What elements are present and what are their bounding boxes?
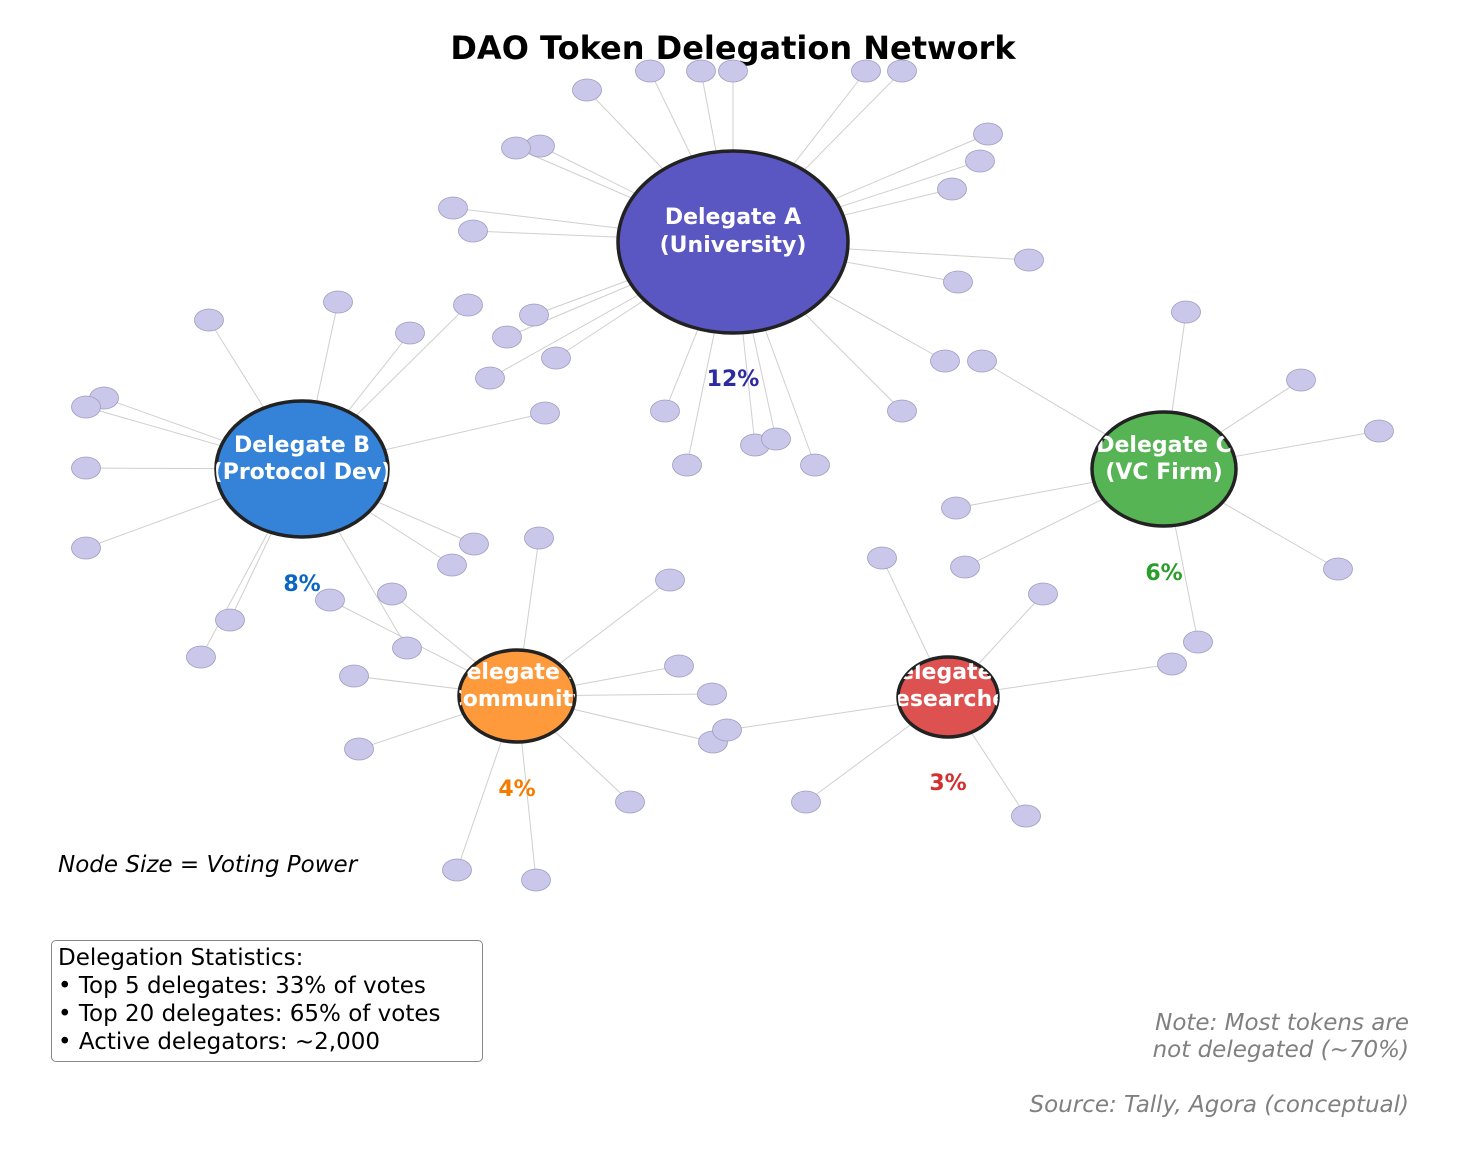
delegate-label: (Protocol Dev) bbox=[213, 460, 392, 485]
delegator-node bbox=[71, 395, 101, 419]
delegator-node bbox=[323, 290, 353, 314]
delegate-circle bbox=[616, 149, 850, 335]
legend-node-size-note: Node Size = Voting Power bbox=[58, 852, 358, 878]
delegator-node bbox=[215, 608, 245, 632]
delegate-vote-share: 3% bbox=[929, 771, 966, 796]
delegator-node bbox=[967, 349, 997, 373]
delegator-node bbox=[501, 136, 531, 160]
delegator-node bbox=[458, 219, 488, 243]
delegator-node bbox=[973, 122, 1003, 146]
delegator-node bbox=[530, 401, 560, 425]
delegator-node bbox=[943, 270, 973, 294]
delegator-node bbox=[800, 453, 830, 477]
delegator-node bbox=[71, 536, 101, 560]
delegator-node bbox=[1364, 419, 1394, 443]
delegator-node bbox=[1171, 300, 1201, 324]
delegator-node bbox=[761, 427, 791, 451]
delegator-node bbox=[541, 346, 571, 370]
delegator-node bbox=[697, 682, 727, 706]
delegator-node bbox=[442, 858, 472, 882]
delegator-nodes bbox=[71, 59, 1394, 892]
delegate-circle bbox=[1090, 410, 1238, 528]
delegator-node bbox=[1028, 582, 1058, 606]
delegate-circle bbox=[214, 399, 390, 539]
delegator-node bbox=[1286, 368, 1316, 392]
stats-heading: Delegation Statistics: bbox=[58, 945, 304, 971]
delegator-node bbox=[71, 456, 101, 480]
note-line: Note: Most tokens are bbox=[1155, 1010, 1409, 1036]
delegate-label: Delegate C bbox=[1096, 433, 1231, 458]
delegator-node bbox=[315, 588, 345, 612]
delegator-node bbox=[1157, 652, 1187, 676]
delegator-node bbox=[937, 177, 967, 201]
delegator-node bbox=[395, 321, 425, 345]
delegator-node bbox=[1183, 630, 1213, 654]
delegator-node bbox=[851, 59, 881, 83]
delegator-node bbox=[655, 568, 685, 592]
delegation-statistics-box: Delegation Statistics: • Top 5 delegates… bbox=[51, 940, 483, 1062]
delegator-node bbox=[524, 526, 554, 550]
delegate-vote-share: 4% bbox=[498, 777, 535, 802]
stats-line: • Top 5 delegates: 33% of votes bbox=[58, 973, 426, 999]
delegator-node bbox=[453, 293, 483, 317]
delegator-node bbox=[791, 790, 821, 814]
delegate-label: Delegate D bbox=[448, 660, 586, 685]
stats-line: • Top 20 delegates: 65% of votes bbox=[58, 1001, 441, 1027]
delegate-circle bbox=[896, 655, 1000, 739]
delegate-label: (University) bbox=[660, 233, 807, 258]
delegator-node bbox=[672, 453, 702, 477]
delegate-node-b: Delegate B(Protocol Dev) 8% bbox=[213, 399, 392, 597]
delegator-node bbox=[950, 555, 980, 579]
delegator-node bbox=[392, 636, 422, 660]
delegator-node bbox=[887, 59, 917, 83]
delegator-node bbox=[887, 399, 917, 423]
delegator-node bbox=[521, 868, 551, 892]
delegator-node bbox=[686, 59, 716, 83]
delegate-vote-share: 12% bbox=[707, 367, 760, 392]
stats-line: • Active delegators: ~2,000 bbox=[58, 1029, 381, 1055]
delegator-node bbox=[1011, 804, 1041, 828]
delegate-vote-share: 8% bbox=[283, 572, 320, 597]
delegator-node bbox=[344, 737, 374, 761]
delegator-node bbox=[718, 59, 748, 83]
delegate-label: Delegate B bbox=[234, 433, 370, 458]
delegator-node bbox=[965, 149, 995, 173]
delegator-node bbox=[475, 366, 505, 390]
delegate-label: (VC Firm) bbox=[1105, 460, 1222, 485]
delegator-node bbox=[635, 59, 665, 83]
delegator-node bbox=[615, 790, 645, 814]
delegator-node bbox=[339, 664, 369, 688]
delegator-node bbox=[650, 399, 680, 423]
delegate-vote-share: 6% bbox=[1145, 561, 1182, 586]
delegate-node-c: Delegate C(VC Firm) 6% bbox=[1090, 410, 1238, 586]
delegator-node bbox=[572, 78, 602, 102]
delegate-label: (Community) bbox=[437, 687, 598, 712]
delegation-note: Note: Most tokens are not delegated (~70… bbox=[1153, 1010, 1409, 1064]
source-caption: Source: Tally, Agora (conceptual) bbox=[1029, 1092, 1410, 1118]
delegator-node bbox=[867, 546, 897, 570]
delegate-label: Delegate A bbox=[665, 205, 801, 230]
delegate-node-a: Delegate A (University) 12% bbox=[616, 149, 850, 392]
delegator-node bbox=[664, 654, 694, 678]
delegator-node bbox=[1014, 248, 1044, 272]
note-line: not delegated (~70%) bbox=[1152, 1037, 1409, 1063]
delegator-node bbox=[186, 645, 216, 669]
delegator-node bbox=[712, 718, 742, 742]
delegator-node bbox=[941, 496, 971, 520]
delegate-label: (Researcher) bbox=[868, 687, 1028, 712]
delegator-node bbox=[930, 349, 960, 373]
delegator-node bbox=[459, 532, 489, 556]
delegator-node bbox=[437, 553, 467, 577]
delegate-node-d: Delegate D(Community) 4% bbox=[437, 648, 598, 802]
delegator-node bbox=[1323, 557, 1353, 581]
delegate-nodes: Delegate A (University) 12% Delegate B(Prot… bbox=[213, 149, 1238, 802]
delegator-node bbox=[194, 308, 224, 332]
delegator-node bbox=[377, 582, 407, 606]
delegator-node bbox=[492, 325, 522, 349]
delegate-node-e: Delegate E(Researcher)3% bbox=[868, 655, 1028, 796]
delegator-node bbox=[519, 303, 549, 327]
delegate-circle bbox=[457, 648, 577, 744]
delegator-node bbox=[438, 196, 468, 220]
